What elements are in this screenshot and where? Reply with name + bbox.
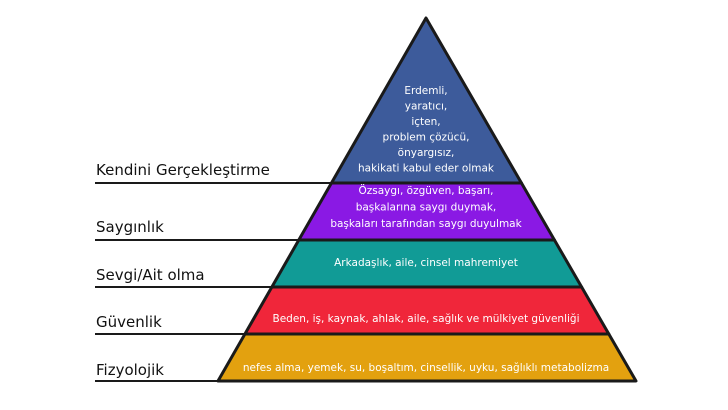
level-text: Erdemli,: [404, 85, 447, 97]
level-text: Arkadaşlık, aile, cinsel mahremiyet: [334, 257, 518, 269]
level-text: nefes alma, yemek, su, boşaltım, cinsell…: [243, 362, 609, 374]
level-label: Fizyolojik: [96, 361, 164, 379]
level-text: Özsaygı, özgüven, başarı,: [359, 184, 494, 197]
level-text: Beden, iş, kaynak, ahlak, aile, sağlık v…: [273, 313, 580, 325]
level-label: Sevgi/Ait olma: [96, 266, 205, 284]
level-text: yaratıcı,: [405, 101, 447, 113]
pyramid-level-5: [216, 332, 638, 383]
level-text: problem çözücü,: [383, 132, 470, 144]
pyramid-level-4: [243, 285, 611, 336]
level-label: Saygınlık: [96, 218, 164, 236]
level-text: hakikati kabul eder olmak: [358, 163, 495, 175]
level-text: önyargısız,: [398, 147, 455, 159]
level-label: Kendini Gerçekleştirme: [96, 161, 270, 179]
level-text: içten,: [411, 116, 440, 128]
level-text: başkaları tarafından saygı duyulmak: [330, 218, 522, 230]
level-label: Güvenlik: [96, 313, 162, 331]
level-text: başkalarına saygı duymak,: [356, 202, 497, 214]
